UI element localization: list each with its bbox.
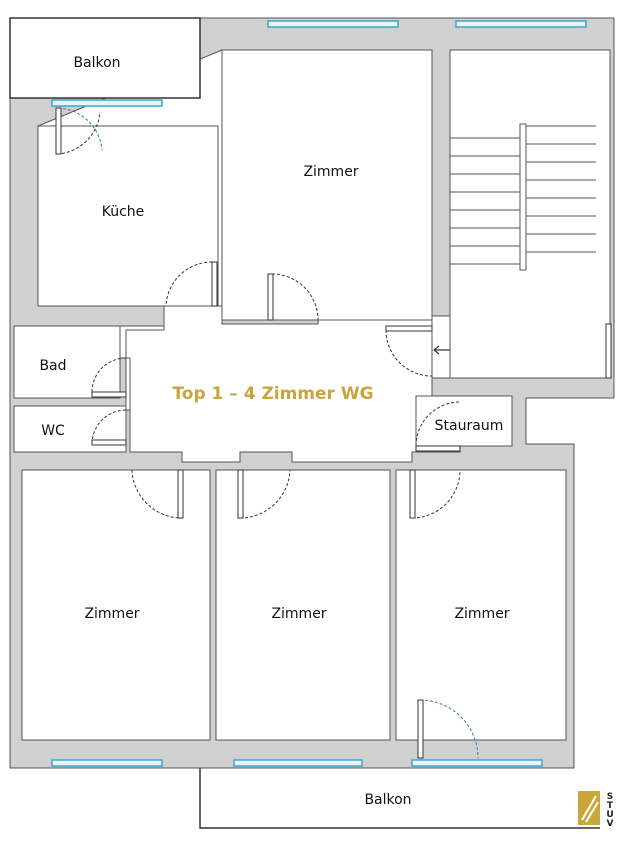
window-bottom-right [411, 759, 543, 767]
window-top-stairs [455, 20, 587, 28]
label-wc: WC [41, 423, 65, 439]
balkon-bottom-outline [199, 768, 600, 829]
room-bad [13, 325, 121, 399]
label-bad: Bad [39, 358, 66, 374]
label-zimmer-mid: Zimmer [271, 606, 326, 622]
doors [57, 108, 461, 519]
window-bottom-mid [233, 759, 363, 767]
room-kueche [37, 125, 219, 307]
logo-letter-t: T [607, 801, 614, 811]
stuv-logo: S T U V [578, 791, 614, 829]
label-kueche: Küche [102, 204, 145, 220]
plan-title: Top 1 – 4 Zimmer WG [172, 384, 373, 404]
room-zimmer-mid [215, 469, 391, 741]
logo-letter-s: S [607, 792, 613, 802]
balkon-top [9, 17, 201, 99]
window-top-zimmer [267, 20, 399, 28]
label-balkon-top: Balkon [73, 55, 120, 71]
label-zimmer-left: Zimmer [84, 606, 139, 622]
logo-letter-v: V [607, 819, 614, 829]
room-stauraum [415, 395, 513, 447]
label-zimmer-right: Zimmer [454, 606, 509, 622]
entrance-arrow-icon [433, 345, 450, 355]
room-zimmer-top [221, 49, 433, 321]
door-leaves [55, 107, 612, 759]
door-balcony-right [419, 699, 479, 759]
windows [51, 20, 587, 767]
label-zimmer-top: Zimmer [303, 164, 358, 180]
room-zimmer-right [395, 469, 567, 741]
stairs [450, 123, 596, 271]
stairwell [449, 49, 611, 379]
window-bottom-left [51, 759, 163, 767]
door-kueche-balcony [57, 107, 103, 151]
window-kueche [51, 99, 163, 107]
label-stauraum: Stauraum [435, 418, 504, 434]
logo-letter-u: U [606, 810, 613, 820]
label-balkon-bottom: Balkon [364, 792, 411, 808]
